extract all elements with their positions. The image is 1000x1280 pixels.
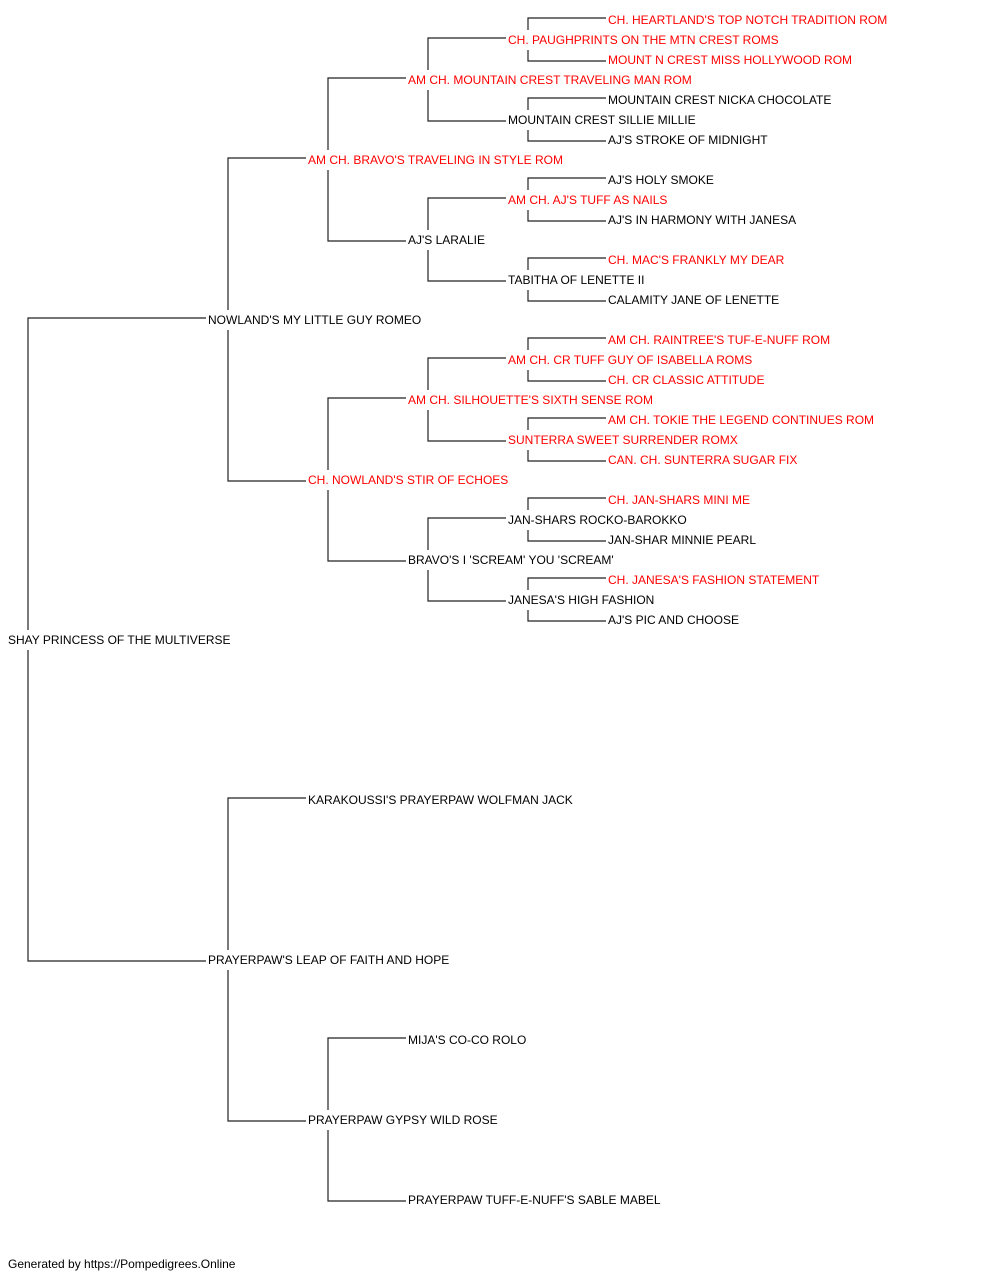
- connector-sire.sire.sire-dam: [427, 90, 506, 122]
- dog-name-sire-dam-dam-sire: JAN-SHARS ROCKO-BAROKKO: [508, 513, 687, 527]
- dog-name-sire-dam-dam-sire-dam: JAN-SHAR MINNIE PEARL: [608, 533, 756, 547]
- connector-sire.dam.dam-sire: [427, 517, 506, 550]
- dog-name-sire-sire-sire-dam-dam: AJ'S STROKE OF MIDNIGHT: [608, 133, 768, 147]
- dog-name-dam-dam-dam: PRAYERPAW TUFF-E-NUFF'S SABLE MABEL: [408, 1193, 661, 1207]
- dog-name-dam-sire: KARAKOUSSI'S PRAYERPAW WOLFMAN JACK: [308, 793, 573, 807]
- dog-name-sire-dam-dam-dam: JANESA'S HIGH FASHION: [508, 593, 654, 607]
- connector-sire.dam.sire.sire-sire: [527, 337, 606, 350]
- dog-name-sire-dam-sire-sire: AM CH. CR TUFF GUY OF ISABELLA ROMS: [508, 353, 752, 367]
- dog-name-sire-dam-dam-sire-sire: CH. JAN-SHARS MINI ME: [608, 493, 750, 507]
- dog-name-sire-dam-dam-dam-sire: CH. JANESA'S FASHION STATEMENT: [608, 573, 820, 587]
- connector-sire.dam.dam.sire-dam: [527, 530, 606, 542]
- connector-sire-dam: [227, 330, 306, 482]
- connector-dam.dam-sire: [327, 1037, 406, 1110]
- dog-name-sire-dam: CH. NOWLAND'S STIR OF ECHOES: [308, 473, 508, 487]
- pedigree-names: SHAY PRINCESS OF THE MULTIVERSE NOWLAND'S…: [8, 13, 887, 1207]
- dog-name-dam: PRAYERPAW'S LEAP OF FAITH AND HOPE: [208, 953, 449, 967]
- dog-name-sire-sire-sire-sire-sire: CH. HEARTLAND'S TOP NOTCH TRADITION ROM: [608, 13, 887, 27]
- dog-name-sire-dam-sire-sire-sire: AM CH. RAINTREE'S TUF-E-NUFF ROM: [608, 333, 830, 347]
- connector-sire.sire.dam-dam: [427, 250, 506, 282]
- dog-name-sire: NOWLAND'S MY LITTLE GUY ROMEO: [208, 313, 421, 327]
- dog-name-sire-dam-dam-dam-dam: AJ'S PIC AND CHOOSE: [608, 613, 739, 627]
- dog-name-sire-sire-sire-dam-sire: MOUNTAIN CREST NICKA CHOCOLATE: [608, 93, 831, 107]
- dog-name-sire-sire-sire-sire-dam: MOUNT N CREST MISS HOLLYWOOD ROM: [608, 53, 852, 67]
- connector-sire.dam.sire.dam-sire: [527, 417, 606, 430]
- connector-sire.sire.dam.dam-sire: [527, 257, 606, 270]
- connector-sire.sire.sire.dam-dam: [527, 130, 606, 142]
- connector-sire.sire-dam: [327, 170, 406, 242]
- dog-name-sire-dam-sire-sire-dam: CH. CR CLASSIC ATTITUDE: [608, 373, 764, 387]
- connector-sire.sire.dam.sire-sire: [527, 177, 606, 190]
- connector-sire.dam.sire.sire-dam: [527, 370, 606, 382]
- connector-sire.sire-sire: [327, 77, 406, 150]
- connector-sire.dam.dam.dam-dam: [527, 610, 606, 622]
- dog-name-sire-sire-dam-sire: AM CH. AJ'S TUFF AS NAILS: [508, 193, 667, 207]
- dog-name-subject: SHAY PRINCESS OF THE MULTIVERSE: [8, 633, 231, 647]
- dog-name-dam-dam: PRAYERPAW GYPSY WILD ROSE: [308, 1113, 498, 1127]
- connector-sire.sire.sire.sire-sire: [527, 17, 606, 30]
- connector-sire.dam.dam.dam-sire: [527, 577, 606, 590]
- connector-dam: [27, 650, 206, 962]
- dog-name-sire-dam-sire: AM CH. SILHOUETTE'S SIXTH SENSE ROM: [408, 393, 653, 407]
- dog-name-sire-sire-dam-sire-dam: AJ'S IN HARMONY WITH JANESA: [608, 213, 796, 227]
- connector-sire.sire.dam.sire-dam: [527, 210, 606, 222]
- connector-dam.dam-dam: [327, 1130, 406, 1202]
- dog-name-sire-sire-dam-sire-sire: AJ'S HOLY SMOKE: [608, 173, 714, 187]
- dog-name-sire-sire-dam-dam: TABITHA OF LENETTE II: [508, 273, 644, 287]
- connector-sire.dam.sire-dam: [427, 410, 506, 442]
- connector-sire.dam.sire-sire: [427, 357, 506, 390]
- dog-name-sire-dam-sire-dam: SUNTERRA SWEET SURRENDER ROMX: [508, 433, 738, 447]
- connector-sire.sire.dam.dam-dam: [527, 290, 606, 302]
- dog-name-sire-sire-dam: AJ'S LARALIE: [408, 233, 485, 247]
- connector-sire.dam-dam: [327, 490, 406, 562]
- connector-dam-sire: [227, 797, 306, 950]
- connector-sire.dam.sire.dam-dam: [527, 450, 606, 462]
- dog-name-sire-sire-dam-dam-dam: CALAMITY JANE OF LENETTE: [608, 293, 779, 307]
- pedigree-connectors: [27, 17, 606, 1202]
- dog-name-sire-sire-sire-dam: MOUNTAIN CREST SILLIE MILLIE: [508, 113, 696, 127]
- connector-sire.sire.dam-sire: [427, 197, 506, 230]
- dog-name-sire-sire-sire-sire: CH. PAUGHPRINTS ON THE MTN CREST ROMS: [508, 33, 779, 47]
- dog-name-sire-sire-sire: AM CH. MOUNTAIN CREST TRAVELING MAN ROM: [408, 73, 692, 87]
- connector-sire.dam-sire: [327, 397, 406, 470]
- dog-name-sire-sire-dam-dam-sire: CH. MAC'S FRANKLY MY DEAR: [608, 253, 785, 267]
- dog-name-sire-dam-dam: BRAVO'S I 'SCREAM' YOU 'SCREAM': [408, 553, 614, 567]
- connector-sire.sire.sire.sire-dam: [527, 50, 606, 62]
- connector-sire.sire.sire.dam-sire: [527, 97, 606, 110]
- generator-credit: Generated by https://Pompedigrees.Online: [8, 1257, 236, 1271]
- dog-name-dam-dam-sire: MIJA'S CO-CO ROLO: [408, 1033, 526, 1047]
- connector-sire.dam.dam-dam: [427, 570, 506, 602]
- dog-name-sire-sire: AM CH. BRAVO'S TRAVELING IN STYLE ROM: [308, 153, 563, 167]
- connector-sire.sire.sire-sire: [427, 37, 506, 70]
- dog-name-sire-dam-sire-dam-dam: CAN. CH. SUNTERRA SUGAR FIX: [608, 453, 797, 467]
- connector-sire-sire: [227, 157, 306, 310]
- connector-sire.dam.dam.sire-sire: [527, 497, 606, 510]
- connector-sire: [27, 317, 206, 630]
- connector-dam-dam: [227, 970, 306, 1122]
- dog-name-sire-dam-sire-dam-sire: AM CH. TOKIE THE LEGEND CONTINUES ROM: [608, 413, 874, 427]
